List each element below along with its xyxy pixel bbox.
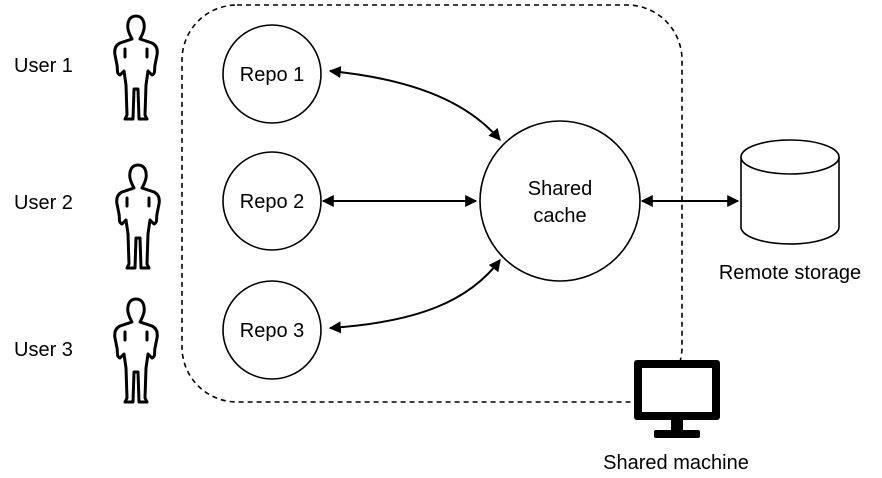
person-silhouette-icon <box>113 297 159 404</box>
user-3: User 3 <box>14 297 159 404</box>
edge-repo1-cache <box>328 66 501 141</box>
repo-3-label: Repo 3 <box>240 320 305 342</box>
user-1-label: User 1 <box>14 55 73 77</box>
shared-machine-label: Shared machine <box>603 452 749 474</box>
shared-cache-label-line1: Shared <box>528 178 593 200</box>
shared-cache-node: Shared cache <box>479 120 641 282</box>
shared-machine-boundary <box>181 4 683 403</box>
repo-2-label: Repo 2 <box>240 191 305 213</box>
database-cylinder-icon <box>740 139 840 245</box>
shared-cache-label-line2: cache <box>533 205 586 227</box>
user-1: User 1 <box>14 14 159 121</box>
repo-2-node: Repo 2 <box>222 151 322 251</box>
remote-storage-label: Remote storage <box>719 262 861 284</box>
user-2: User 2 <box>14 163 161 270</box>
user-3-label: User 3 <box>14 339 73 361</box>
repo-1-label: Repo 1 <box>240 64 305 86</box>
repo-3-node: Repo 3 <box>222 280 322 380</box>
person-silhouette-icon <box>113 14 159 121</box>
monitor-icon <box>634 360 720 438</box>
edge-repo3-cache <box>328 259 501 334</box>
user-2-label: User 2 <box>14 192 73 214</box>
repo-1-node: Repo 1 <box>222 24 322 124</box>
person-silhouette-icon <box>115 163 161 270</box>
